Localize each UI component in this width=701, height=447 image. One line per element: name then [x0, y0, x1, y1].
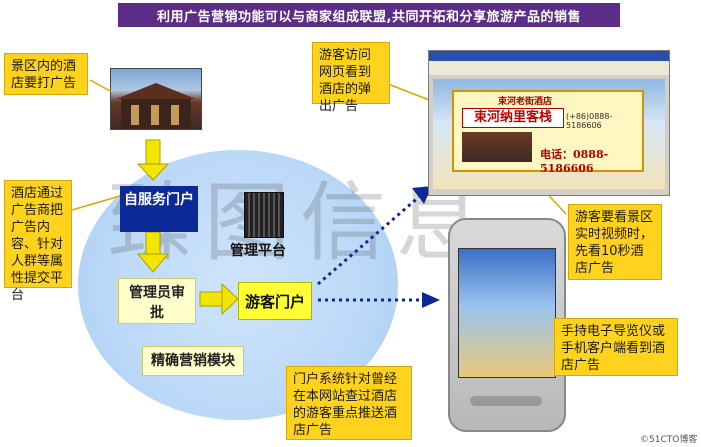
platform-label: 管理平台: [230, 243, 286, 259]
precision-marketing-module: 精确营销模块: [142, 346, 244, 376]
phone-screen: [458, 248, 556, 378]
arrow-image-to-self-service: [136, 139, 170, 181]
self-service-portal-box: 自服务门户: [120, 186, 198, 232]
callout-visitor-popup: 游客访问网页看到酒店的弹出广告: [312, 42, 390, 114]
visitor-portal-box: 游客门户: [238, 282, 312, 320]
hotel-ad-popup: 束河老街酒店 束河纳里客栈 (+86)0888-5186606 电话：0888-…: [452, 90, 644, 175]
hotel-image: [110, 68, 202, 130]
self-service-label: 自服务门户: [124, 192, 194, 208]
dotted-arrow-to-phone: [318, 292, 440, 308]
mobile-phone: [448, 218, 566, 432]
ad-headline: 束河老街酒店: [498, 97, 553, 107]
pointer-hotel-submit: [71, 195, 121, 211]
callout-handheld: 手持电子导览仪或手机客户端看到酒店广告: [554, 318, 678, 376]
arrow-admin-to-portal: [199, 282, 239, 316]
admin-review-box: 管理员审批: [118, 278, 196, 324]
phone-button-bar: [470, 396, 542, 406]
dotted-arrow-to-browser: [317, 186, 432, 286]
page-title: 利用广告营销功能可以与商家组成联盟,共同开拓和分享旅游产品的销售: [118, 3, 620, 27]
ad-hotel-name: 束河纳里客栈: [462, 108, 564, 128]
ad-phone-small: (+86)0888-5186606: [566, 112, 613, 130]
credit: ©51CTO博客: [640, 435, 698, 445]
browser-menubar: [429, 61, 669, 75]
ad-phone-big: 电话：0888-5186606: [540, 148, 609, 175]
callout-portal-push: 门户系统针对曾经在本网站查过酒店的游客重点推送酒店广告: [286, 366, 412, 440]
callout-visitor-video: 游客要看景区实时视频时，先看10秒酒店广告: [568, 204, 662, 280]
arrow-self-service-to-admin: [136, 231, 170, 273]
server-icon: [244, 192, 284, 238]
callout-hotel-submit: 酒店通过广告商把广告内容、针对人群等属性提交平台: [4, 180, 72, 303]
pointer-hotel-ad: [89, 79, 113, 93]
callout-hotel-ad: 景区内的酒店要打广告: [4, 53, 88, 95]
ad-hotel-photo: [462, 132, 532, 162]
browser-titlebar: [429, 51, 669, 61]
